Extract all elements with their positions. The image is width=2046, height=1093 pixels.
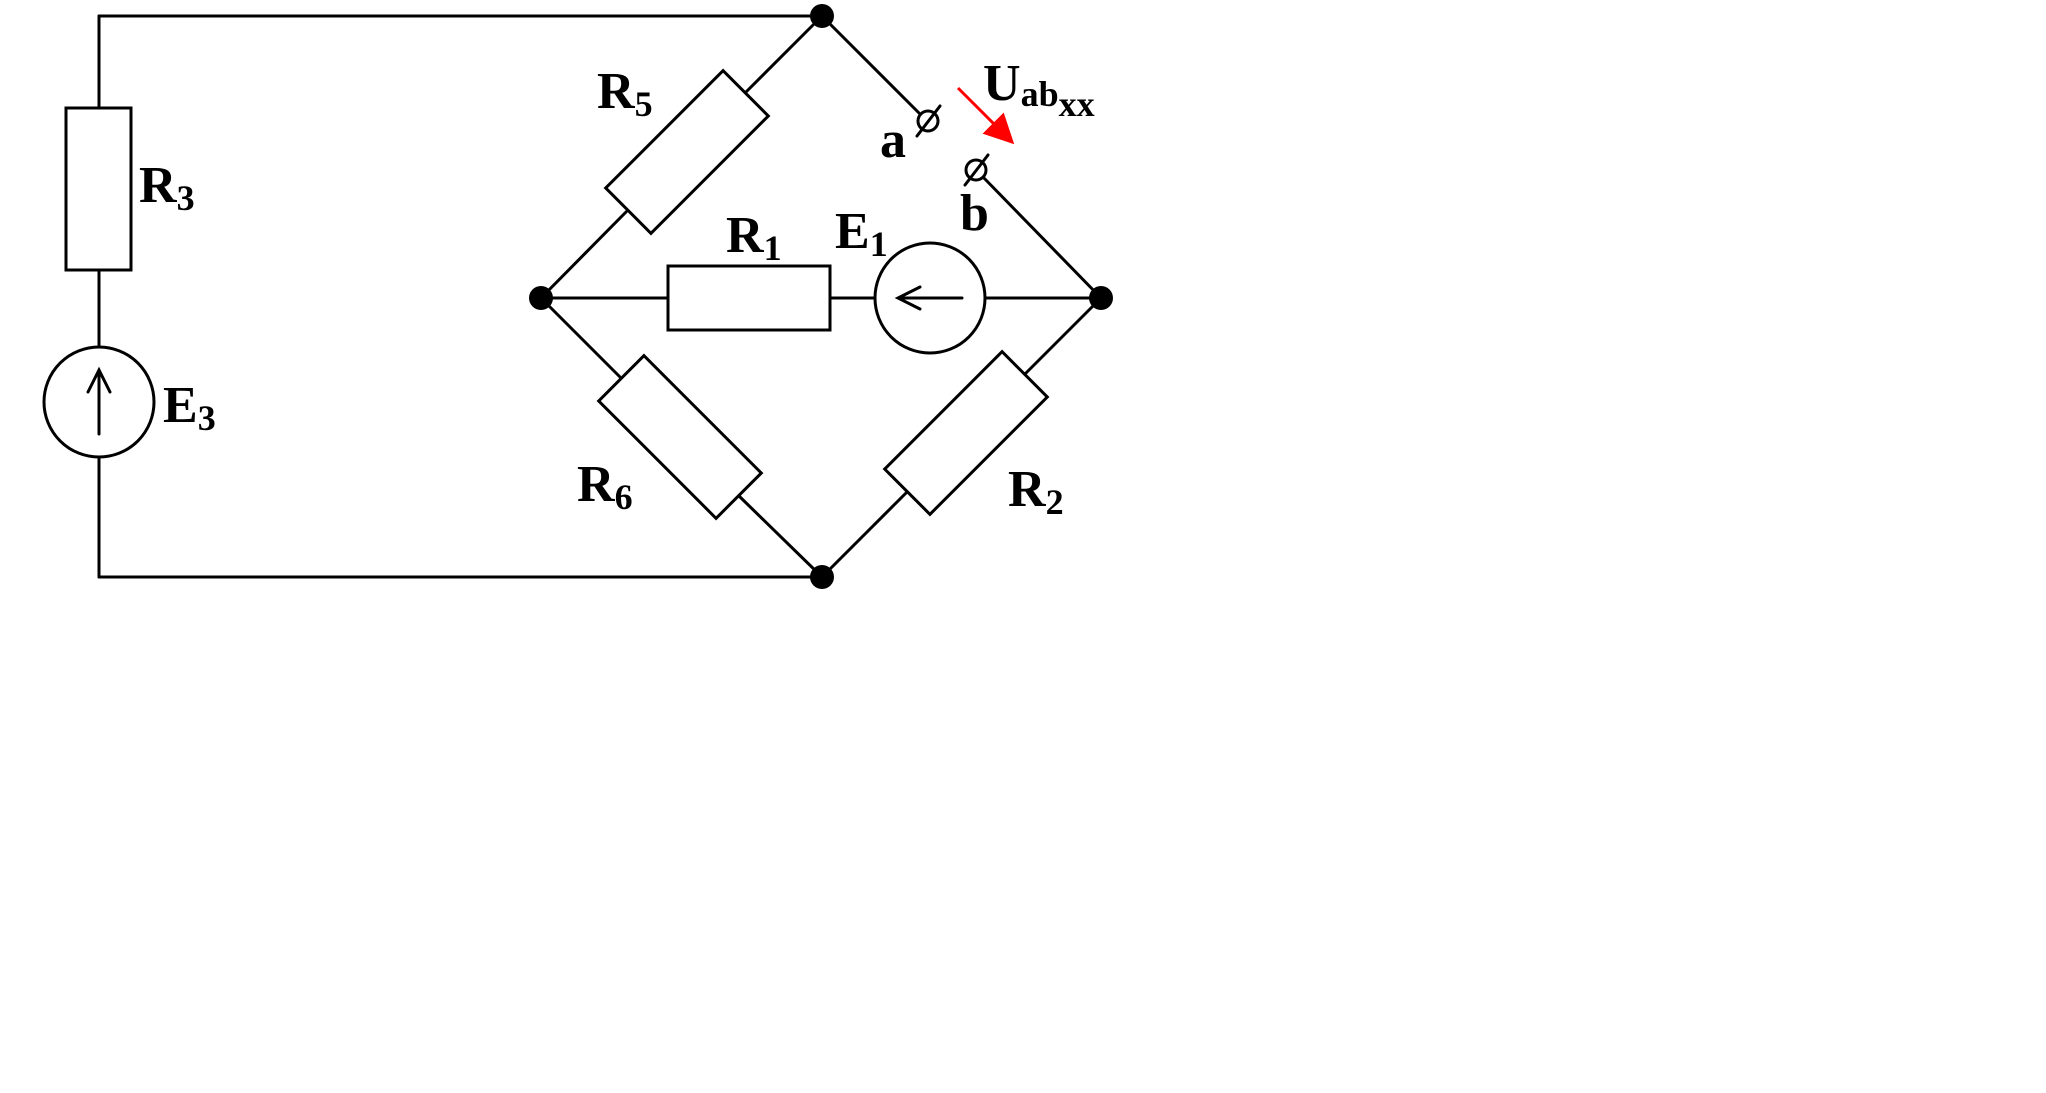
source-e1-arrow [894, 285, 964, 311]
node-bottom [810, 565, 834, 589]
node-left [529, 286, 553, 310]
voltage-arrow [956, 86, 1015, 145]
label-r6: R6 [577, 456, 633, 517]
source-e3-arrow [86, 366, 112, 436]
node-top [810, 4, 834, 28]
wire-r2-to-right [1023, 296, 1103, 376]
resistor-r1 [666, 264, 832, 332]
wire-r6-to-bottom [737, 494, 824, 579]
label-r2: R2 [1008, 461, 1064, 522]
node-right [1089, 286, 1113, 310]
resistor-r2 [882, 349, 1050, 517]
wire-top-to-r5 [743, 14, 824, 95]
label-e1: E1 [835, 203, 888, 264]
label-r5: R5 [597, 63, 653, 124]
label-e3: E3 [163, 377, 216, 438]
label-terminal-b: b [960, 185, 989, 242]
wire-top-to-a [820, 14, 923, 117]
resistor-r6 [596, 353, 764, 521]
label-r3: R3 [139, 157, 195, 218]
terminal-a-slash [915, 104, 942, 138]
wire-bottom-to-r2 [820, 490, 909, 579]
label-terminal-a: a [880, 112, 906, 169]
resistor-r3 [64, 106, 133, 272]
resistor-r5 [603, 68, 771, 236]
terminal-b-slash [963, 153, 990, 187]
wire-left-to-r6 [539, 296, 623, 380]
wire-r5-to-left [539, 210, 628, 300]
label-voltage-uabxx: Uabxx [983, 55, 1095, 124]
label-r1: R1 [726, 207, 782, 268]
wire-b-to-right [980, 174, 1103, 300]
